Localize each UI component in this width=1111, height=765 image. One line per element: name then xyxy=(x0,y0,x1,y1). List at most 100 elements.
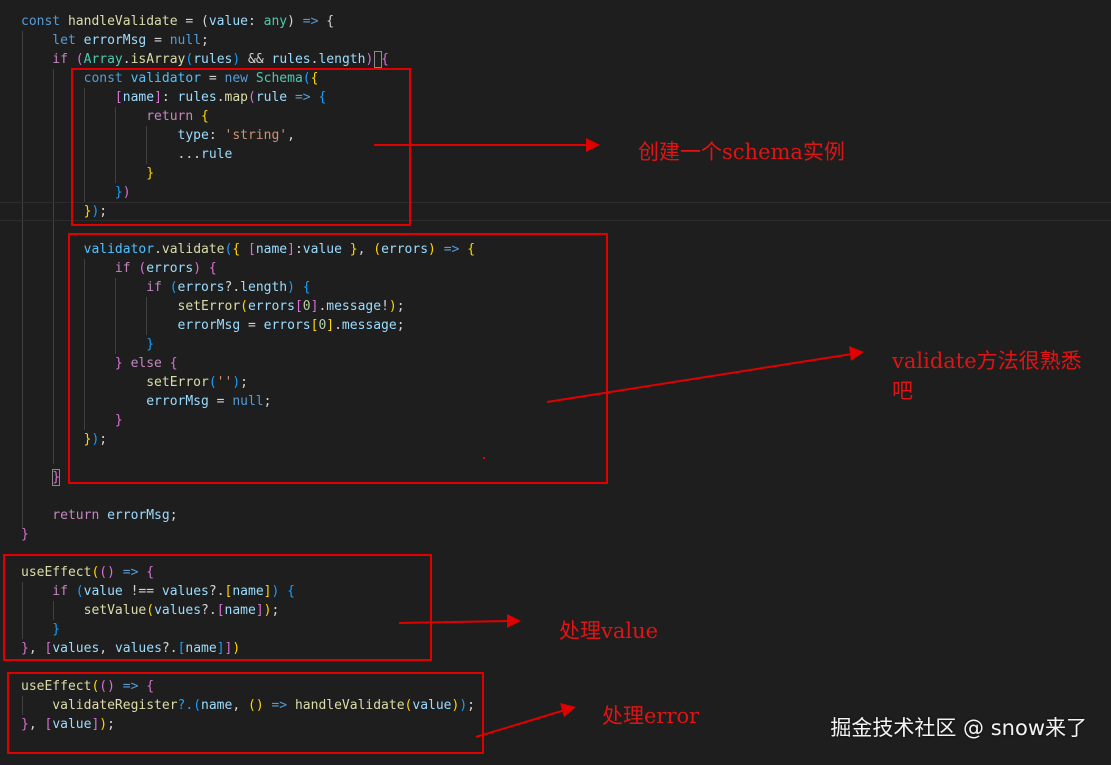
code-token: [ xyxy=(248,242,256,257)
code-token: rules xyxy=(193,52,233,67)
code-token: ) xyxy=(107,565,123,580)
code-token: ; xyxy=(263,394,272,409)
code-token: ) xyxy=(232,375,241,390)
code-token: ] xyxy=(224,641,233,656)
code-line[interactable]: } xyxy=(21,164,154,183)
code-line[interactable]: errorMsg = errors[0].message; xyxy=(21,316,405,335)
code-token: ] xyxy=(255,603,264,618)
code-line[interactable]: return errorMsg; xyxy=(21,506,178,525)
code-token: length xyxy=(240,280,288,295)
code-token: ) xyxy=(232,641,241,656)
code-line[interactable]: if (Array.isArray(rules) && rules.length… xyxy=(21,50,389,69)
code-token: ?. xyxy=(201,603,217,618)
code-line[interactable]: if (errors?.length) { xyxy=(21,278,310,297)
code-token: ) xyxy=(91,204,100,219)
indent-guide xyxy=(53,601,54,620)
code-line[interactable]: validateRegister?.(name, () => handleVal… xyxy=(21,696,475,715)
code-token: ) xyxy=(388,299,397,314)
indent-guide xyxy=(84,259,85,430)
code-line[interactable]: return { xyxy=(21,107,209,126)
code-token: ) xyxy=(365,52,382,67)
code-token: values xyxy=(114,641,162,656)
bracket-match xyxy=(374,51,382,68)
code-line[interactable]: validator.validate({ [name]:value }, (er… xyxy=(21,240,475,259)
code-token: values xyxy=(161,584,209,599)
arrow-value-head xyxy=(507,614,521,628)
code-token: ; xyxy=(240,375,248,390)
code-token: ; xyxy=(99,432,108,447)
code-token: value xyxy=(208,14,248,29)
code-line[interactable]: }); xyxy=(21,202,108,221)
arrow-validate xyxy=(546,353,853,403)
annotation-text-value: 处理value xyxy=(559,619,659,643)
code-token: if xyxy=(21,584,76,599)
code-token: ; xyxy=(169,508,178,523)
code-token: isArray xyxy=(130,52,186,67)
code-token: { xyxy=(318,14,335,29)
code-token: rule xyxy=(255,90,288,105)
code-token: ) xyxy=(255,698,272,713)
code-token: errorMsg xyxy=(107,508,170,523)
code-token: : xyxy=(294,242,303,257)
code-line[interactable]: if (value !== values?.[name]) { xyxy=(21,582,295,601)
code-token: value xyxy=(52,717,92,732)
code-line[interactable]: } xyxy=(21,335,154,354)
code-line[interactable]: }, [values, values?.[name]]) xyxy=(21,639,240,658)
code-token: ) xyxy=(99,717,108,732)
code-token: errorMsg xyxy=(21,318,241,333)
code-token: const xyxy=(21,71,131,86)
code-line[interactable]: if (errors) { xyxy=(21,259,217,278)
code-line[interactable]: errorMsg = null; xyxy=(21,392,271,411)
indent-guide xyxy=(22,582,23,639)
code-token: { xyxy=(467,242,476,257)
code-line[interactable]: }) xyxy=(21,183,131,202)
watermark: 掘金技术社区 @ snow来了 xyxy=(830,716,1087,740)
code-token: => xyxy=(122,565,147,580)
code-line[interactable]: }); xyxy=(21,430,108,449)
code-line[interactable]: } xyxy=(21,620,60,639)
code-token: let xyxy=(21,33,84,48)
code-token: if xyxy=(21,280,170,295)
indent-guide xyxy=(53,69,54,464)
code-token: => xyxy=(443,242,468,257)
code-token: { xyxy=(287,584,295,599)
code-line[interactable]: } xyxy=(21,525,29,544)
code-token: ?. xyxy=(208,584,225,599)
code-token: => xyxy=(302,14,319,29)
code-token: ; xyxy=(271,603,280,618)
code-token: name xyxy=(232,584,264,599)
code-line[interactable]: } else { xyxy=(21,354,178,373)
code-token: ] xyxy=(91,717,100,732)
code-line[interactable]: } xyxy=(21,411,123,430)
code-token: values xyxy=(154,603,202,618)
code-token: setError xyxy=(21,299,241,314)
code-token: . xyxy=(318,299,327,314)
code-token: setValue xyxy=(21,603,147,618)
code-line[interactable]: setError(errors[0].message!); xyxy=(21,297,405,316)
code-line[interactable]: let errorMsg = null; xyxy=(21,31,209,50)
code-line[interactable]: const validator = new Schema({ xyxy=(21,69,319,88)
code-line[interactable]: [name]: rules.map(rule => { xyxy=(21,88,326,107)
code-token: handleValidate xyxy=(67,14,178,29)
code-line[interactable]: useEffect(() => { xyxy=(21,677,154,696)
code-line[interactable]: } xyxy=(21,468,60,487)
code-token: ] xyxy=(154,90,162,105)
code-line[interactable]: }, [value]); xyxy=(21,715,115,734)
code-token: : xyxy=(208,128,225,143)
code-line[interactable]: type: 'string', xyxy=(21,126,295,145)
code-token: } xyxy=(21,641,29,656)
code-token: , xyxy=(28,717,45,732)
code-token: name xyxy=(255,242,288,257)
arrow-validate-head xyxy=(849,346,864,361)
annotation-box-value xyxy=(3,554,432,661)
code-line[interactable]: useEffect(() => { xyxy=(21,563,154,582)
code-token: ] xyxy=(263,584,272,599)
code-line[interactable]: const handleValidate = (value: any) => { xyxy=(21,12,334,31)
code-line[interactable]: setValue(values?.[name]); xyxy=(21,601,280,620)
code-line[interactable]: ...rule xyxy=(21,145,233,164)
code-line[interactable]: setError(''); xyxy=(21,373,248,392)
code-token: , xyxy=(99,641,115,656)
code-token: ] xyxy=(326,318,335,333)
code-token: . xyxy=(334,318,342,333)
